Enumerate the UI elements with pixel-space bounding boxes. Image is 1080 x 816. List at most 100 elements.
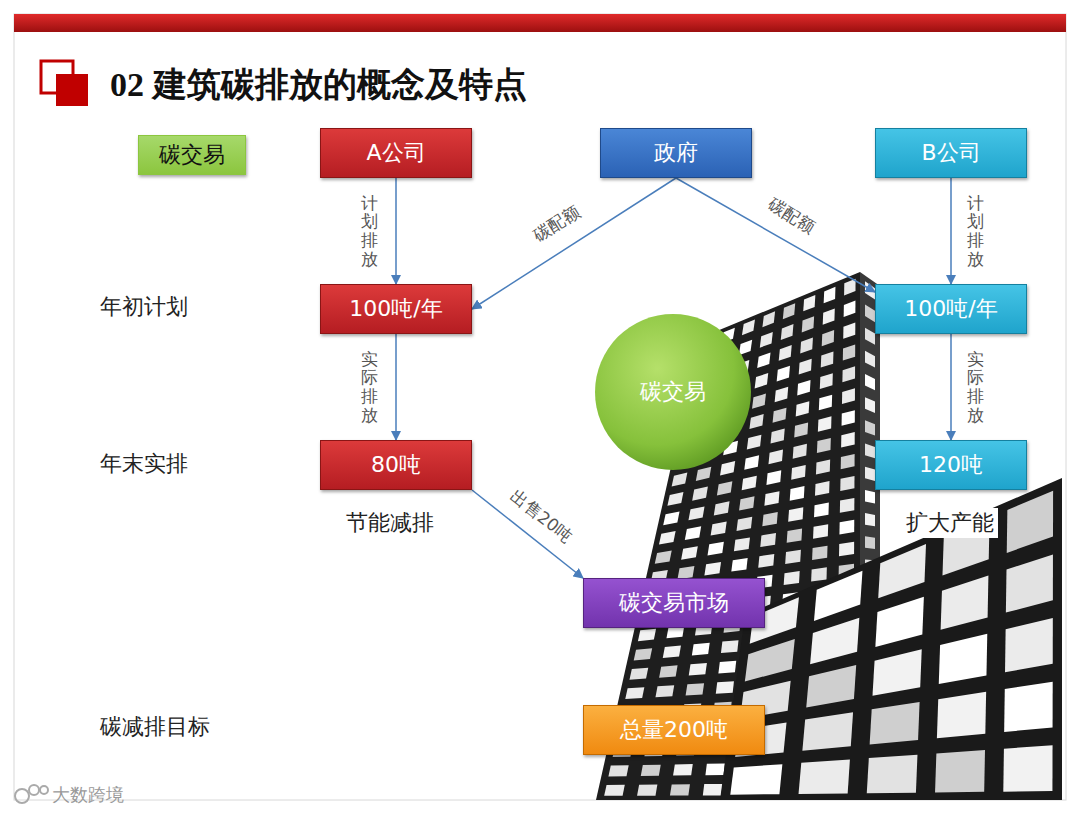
- window-pane: [775, 387, 789, 402]
- window-pane: [937, 692, 986, 738]
- window-pane: [802, 712, 853, 750]
- node-text: A公司: [366, 140, 425, 166]
- node-text: 政府: [654, 140, 698, 166]
- edge-label: 计划排放: [361, 194, 378, 269]
- window-pane: [935, 750, 985, 792]
- window-pane: [655, 551, 672, 564]
- window-pane: [762, 512, 777, 526]
- window-pane: [608, 765, 628, 776]
- window-pane: [870, 702, 920, 744]
- edge-label: 碳配额: [528, 200, 583, 247]
- window-pane: [663, 645, 681, 658]
- arrow-connector: [950, 178, 952, 284]
- window-pane: [686, 683, 704, 695]
- window-pane: [783, 303, 795, 319]
- node-text: 120吨: [919, 452, 983, 478]
- window-pane: [790, 486, 805, 501]
- window-pane: [844, 279, 856, 296]
- window-pane: [742, 320, 755, 336]
- arrow-connector: [395, 178, 397, 284]
- window-pane: [865, 374, 875, 390]
- title-icon-square: [56, 74, 88, 106]
- window-pane: [731, 558, 747, 572]
- window-pane: [781, 324, 794, 340]
- note-label: 节能减排: [346, 508, 434, 538]
- window-pane: [878, 544, 926, 598]
- window-pane: [659, 665, 677, 677]
- window-pane: [823, 308, 835, 324]
- window-pane: [696, 467, 711, 481]
- window-pane: [815, 481, 830, 496]
- window-pane: [1007, 491, 1053, 553]
- window-pane: [824, 287, 836, 304]
- window-pane: [797, 380, 810, 396]
- window-pane: [625, 687, 644, 699]
- window-pane: [799, 359, 812, 375]
- window-pane: [667, 492, 683, 506]
- window-pane: [811, 567, 827, 581]
- node-text: 总量200吨: [620, 717, 728, 743]
- window-pane: [773, 408, 787, 423]
- window-pane: [689, 663, 707, 676]
- node-text: 碳交易市场: [619, 590, 729, 616]
- window-pane: [771, 429, 785, 444]
- window-pane: [721, 640, 739, 653]
- window-pane: [629, 668, 648, 680]
- window-pane: [692, 643, 710, 656]
- window-pane: [813, 524, 828, 538]
- window-pane: [749, 414, 763, 429]
- window-pane: [800, 337, 813, 353]
- window-pane: [672, 472, 688, 486]
- window-pane: [736, 517, 752, 531]
- window-pane: [810, 618, 859, 664]
- window-pane: [744, 455, 759, 470]
- window-pane: [819, 395, 832, 411]
- window-pane: [766, 470, 781, 485]
- window-pane: [865, 351, 875, 368]
- window-pane: [842, 410, 855, 426]
- row-label: 年末实排: [100, 449, 188, 479]
- window-pane: [803, 295, 815, 311]
- window-pane: [655, 685, 674, 697]
- window-pane: [814, 503, 829, 518]
- window-pane: [799, 759, 850, 794]
- lower-building-face: [720, 478, 1062, 800]
- process-box: 120吨: [875, 440, 1027, 490]
- process-box: 80吨: [320, 440, 472, 490]
- window-pane: [760, 533, 776, 547]
- row-label: 碳减排目标: [100, 712, 210, 742]
- window-pane: [604, 785, 625, 796]
- edge-label: 计划排放: [967, 194, 984, 269]
- window-pane: [839, 542, 854, 556]
- row-label: 年初计划: [100, 292, 188, 322]
- window-pane: [734, 537, 750, 551]
- window-pane: [739, 340, 752, 356]
- window-pane: [692, 487, 708, 501]
- arrow-connector: [676, 178, 875, 292]
- window-pane: [758, 554, 774, 568]
- edge-label: 实际排放: [361, 350, 378, 425]
- window-pane: [794, 422, 808, 437]
- window-pane: [802, 316, 814, 332]
- edge-label: 出售20吨: [506, 485, 577, 548]
- window-pane: [875, 597, 924, 647]
- window-pane: [817, 438, 831, 453]
- window-pane: [711, 522, 727, 536]
- node-text: 碳交易: [640, 379, 706, 405]
- window-pane: [865, 467, 875, 481]
- window-pane: [670, 784, 690, 795]
- window-pane: [777, 366, 790, 382]
- node-text: 碳交易: [159, 142, 225, 168]
- window-pane: [865, 304, 875, 322]
- process-box: 碳交易: [138, 135, 246, 175]
- window-pane: [760, 332, 773, 348]
- window-pane: [821, 352, 834, 368]
- window-pane: [818, 416, 832, 431]
- window-pane: [730, 764, 782, 795]
- window-pane: [841, 454, 855, 469]
- window-pane: [865, 328, 875, 345]
- slide-frame: [14, 14, 1066, 800]
